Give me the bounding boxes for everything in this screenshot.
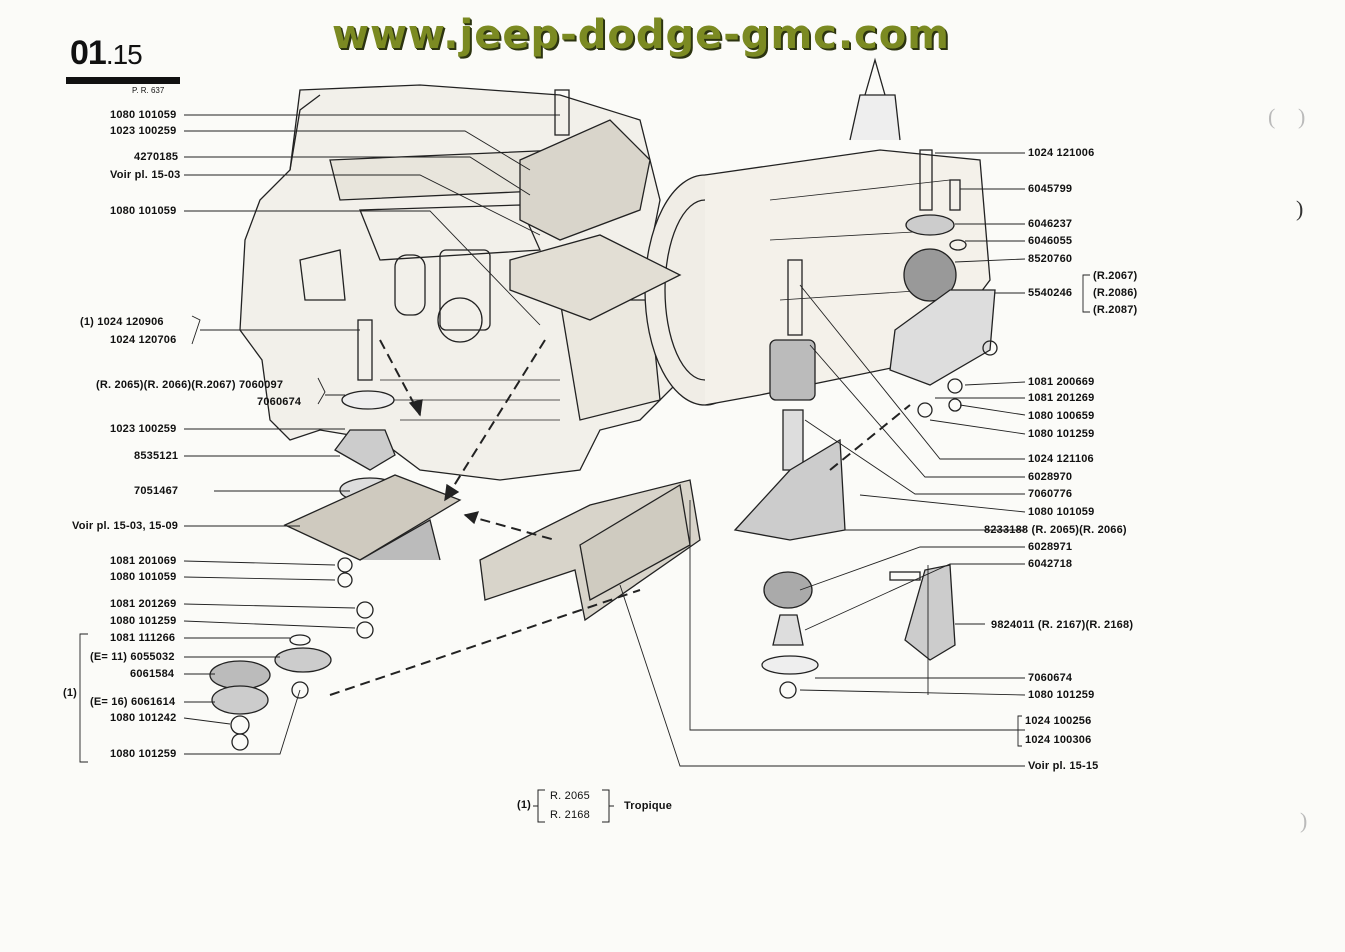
- scan-artifact: ): [1296, 196, 1304, 221]
- footnote-braces: [533, 789, 614, 823]
- plate-number: 01.15: [70, 34, 143, 73]
- part-label-left: 1023 100259: [110, 423, 177, 435]
- website-watermark[interactable]: www.jeep-dodge-gmc.com: [332, 12, 950, 58]
- part-label-left: (1) 1024 120906: [80, 316, 164, 328]
- upper-mount-bracket: [509, 89, 682, 321]
- footnote-marker: (1): [517, 799, 532, 811]
- left-mount-stack: [209, 319, 462, 751]
- part-label-right: 1080 100659: [1028, 410, 1095, 422]
- scan-artifact: (: [1268, 104, 1276, 129]
- right-mount-stack: [733, 149, 998, 699]
- part-label-left: 1080 101059: [110, 571, 177, 583]
- part-label-left: 1080 101259: [110, 748, 177, 760]
- part-label-right: 1024 100256: [1025, 715, 1092, 727]
- part-label-right: 1080 101259: [1028, 428, 1095, 440]
- part-label-left: 1080 101242: [110, 712, 177, 724]
- part-label-left: (E= 16) 6061614: [90, 696, 176, 708]
- part-label-left: 1080 101059: [110, 109, 177, 121]
- part-label-right: 1024 121006: [1028, 147, 1095, 159]
- part-label-right: (R.2087): [1093, 304, 1138, 316]
- footnote-note: Tropique: [624, 800, 673, 812]
- leader-lines-left: [79, 114, 560, 763]
- arrow-heads: [408, 399, 480, 525]
- part-label-left: 1081 201069: [110, 555, 177, 567]
- part-label-left: 1081 201269: [110, 598, 177, 610]
- part-label-right: (R.2067): [1093, 270, 1138, 282]
- part-label-left: Voir pl. 15-03: [110, 169, 181, 181]
- footnote-ref-a: R. 2065: [550, 790, 590, 802]
- part-label-left: 1024 120706: [110, 334, 177, 346]
- part-label-right: 6028971: [1028, 541, 1073, 553]
- part-label-left: Voir pl. 15-03, 15-09: [72, 520, 179, 532]
- part-label-right: 8520760: [1028, 253, 1073, 265]
- part-label-right: Voir pl. 15-15: [1028, 760, 1099, 772]
- part-label-right: 6028970: [1028, 471, 1073, 483]
- part-label-right: 5540246: [1028, 287, 1073, 299]
- part-label-right: 1080 101259: [1028, 689, 1095, 701]
- part-label-right: 6045799: [1028, 183, 1073, 195]
- cross-member: [479, 479, 701, 622]
- part-label-right: 9824011 (R. 2167)(R. 2168): [991, 619, 1134, 631]
- part-label-right: 1024 121106: [1028, 453, 1094, 465]
- part-label-left: 7051467: [134, 485, 179, 497]
- part-label-left: 1080 101059: [110, 205, 177, 217]
- scan-artifact: ): [1298, 104, 1306, 129]
- part-label-left: (1): [63, 687, 78, 699]
- part-label-left: 4270185: [134, 151, 179, 163]
- plate-number-main: 01: [70, 34, 107, 72]
- part-label-left: 8535121: [134, 450, 179, 462]
- part-label-right: 1081 200669: [1028, 376, 1095, 388]
- footnote-ref-b: R. 2168: [550, 809, 590, 821]
- part-label-left: 6061584: [130, 668, 175, 680]
- part-label-right: 7060776: [1028, 488, 1073, 500]
- plate-number-sub: .15: [105, 39, 143, 70]
- scan-artifact: ): [1300, 808, 1308, 833]
- part-label-left: (R. 2065)(R. 2066)(R.2067) 7060097: [96, 379, 284, 391]
- part-label-left: 7060674: [257, 396, 302, 408]
- part-label-left: 1023 100259: [110, 125, 177, 137]
- part-label-right: 1081 201269: [1028, 392, 1095, 404]
- part-label-right: 6042718: [1028, 558, 1073, 570]
- part-label-right: 1024 100306: [1025, 734, 1092, 746]
- part-label-left: 1080 101259: [110, 615, 177, 627]
- leader-lines-right: [619, 152, 1090, 767]
- part-label-right: 8233188 (R. 2065)(R. 2066): [984, 524, 1127, 536]
- plate-reference: P. R. 637: [132, 86, 165, 95]
- part-label-left: (E= 11) 6055032: [90, 651, 175, 663]
- part-label-right: 1080 101059: [1028, 506, 1095, 518]
- part-label-right: 6046237: [1028, 218, 1073, 230]
- part-label-right: 6046055: [1028, 235, 1073, 247]
- part-label-left: 1081 111266: [110, 632, 176, 644]
- title-underline-bar: [66, 77, 180, 84]
- part-label-right: 7060674: [1028, 672, 1073, 684]
- part-label-right: (R.2086): [1093, 287, 1138, 299]
